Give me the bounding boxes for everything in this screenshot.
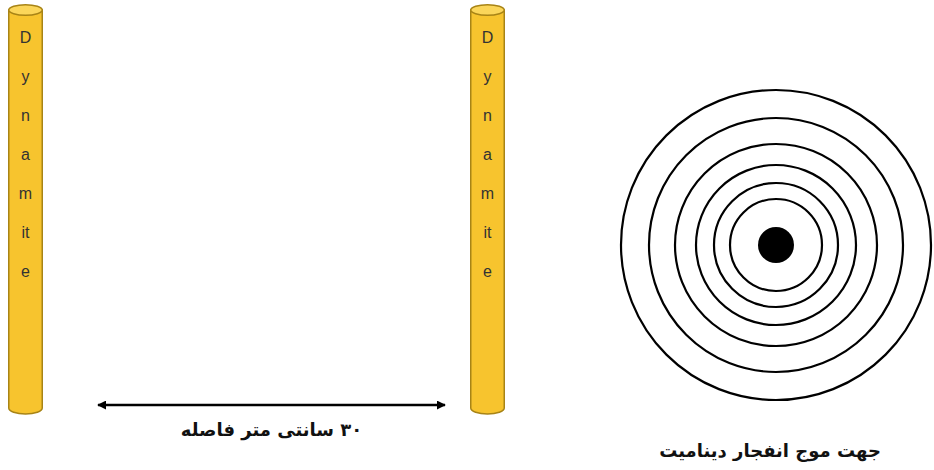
cylinder-outline: [470, 4, 505, 414]
wave-ring: [696, 165, 856, 325]
wave-ring: [675, 144, 877, 346]
cylinder-top: [9, 5, 43, 16]
caption-label: جهت موج انفجار دینامیت: [656, 440, 884, 461]
blast-center-dot: [758, 227, 794, 263]
dynamite-stick: Dynamite: [470, 4, 505, 414]
wave-ring: [649, 118, 903, 372]
stick-label: Dynamite: [18, 4, 34, 291]
distance-arrow: [98, 404, 445, 407]
wave-ring: [730, 199, 822, 291]
wave-ring: [621, 90, 931, 400]
distance-label: ۳۰ سانتی متر فاصله: [178, 419, 365, 440]
cylinder-top: [471, 5, 505, 16]
blast-wave-rings: [621, 90, 931, 400]
wave-ring: [714, 183, 838, 307]
cylinder-outline: [8, 4, 43, 414]
stick-label: Dynamite: [480, 4, 496, 291]
dynamite-stick: Dynamite: [8, 4, 43, 414]
